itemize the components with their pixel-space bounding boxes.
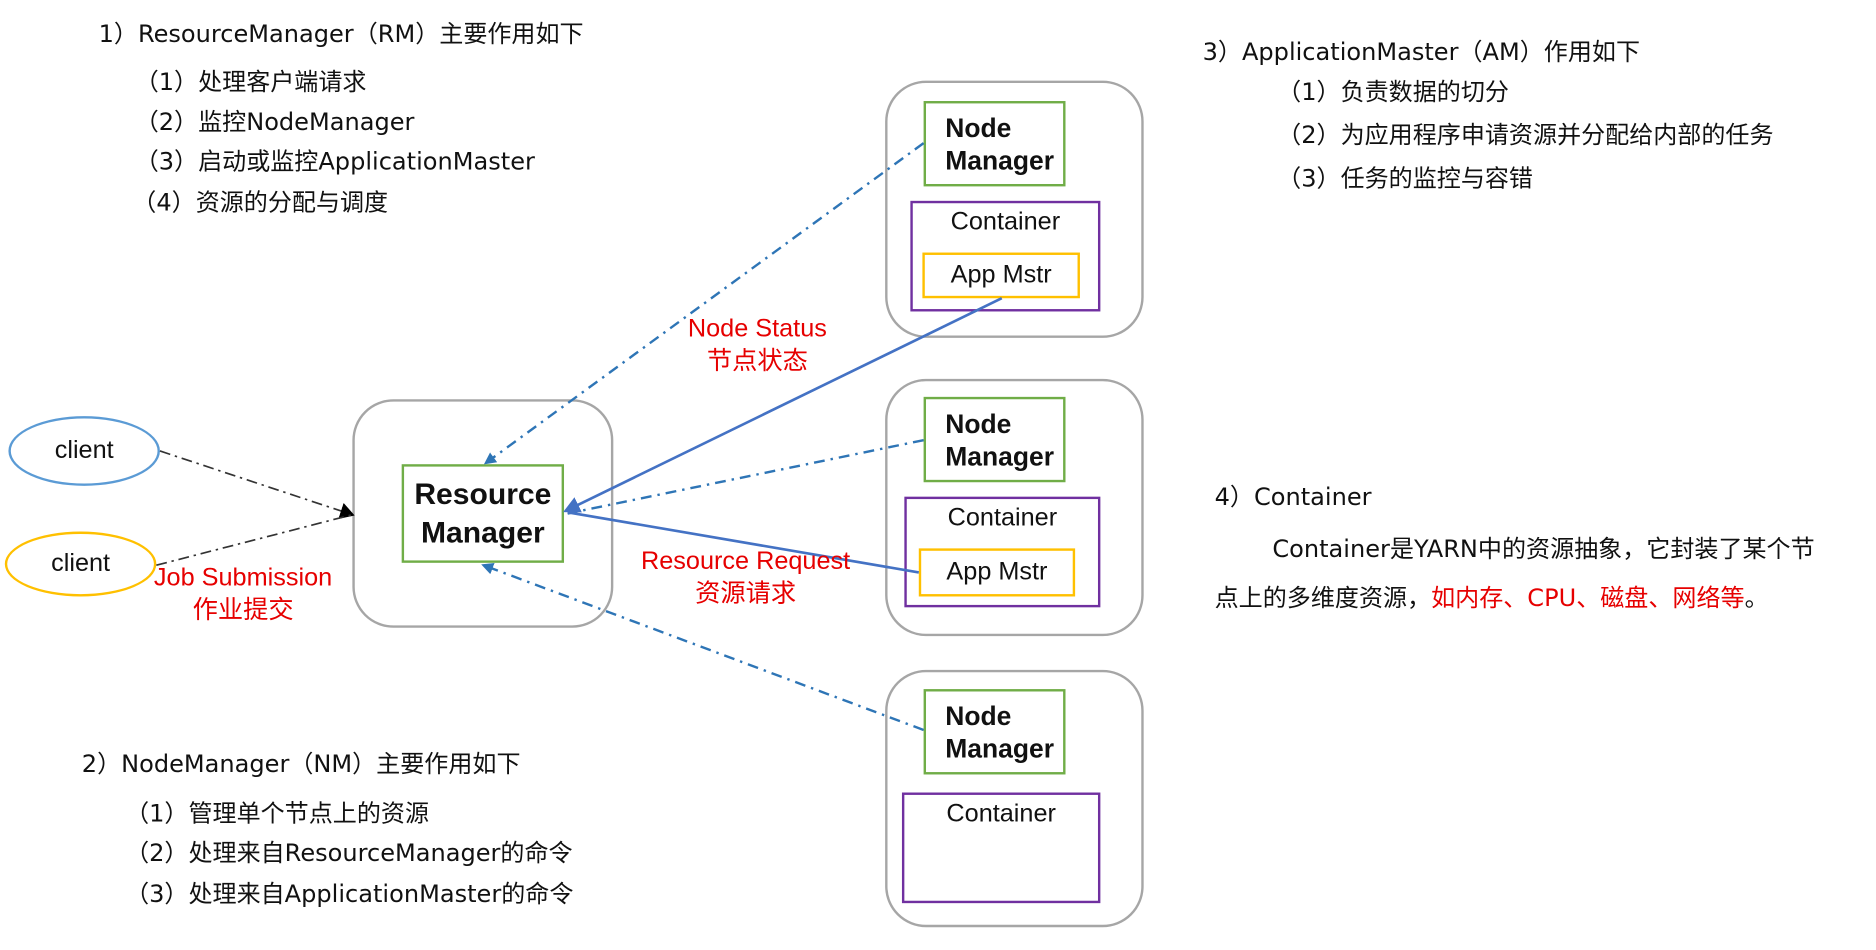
resource-request-label-en: Resource Request xyxy=(640,547,851,575)
job-submission-label: Job Submission 作业提交 xyxy=(154,562,332,627)
rm-item: （3）启动或监控ApplicationMaster xyxy=(134,146,535,176)
client-1: client xyxy=(8,416,160,486)
rm-item: （1）处理客户端请求 xyxy=(134,67,367,97)
am-item: （2）为应用程序申请资源并分配给内部的任务 xyxy=(1277,120,1774,150)
app-master-1: App Mstr xyxy=(922,252,1080,299)
node-group-1 xyxy=(885,80,1144,338)
resource-manager-label: Resource xyxy=(414,477,552,512)
container-desc-line2: 点上的多维度资源，如内存、CPU、磁盘、网络等。 xyxy=(1215,578,1769,613)
node-status-line-2 xyxy=(567,438,924,515)
nm-item: （1）管理单个节点上的资源 xyxy=(125,798,430,828)
container-1: Container xyxy=(910,200,1101,312)
nm-item: （3）处理来自ApplicationMaster的命令 xyxy=(125,879,574,908)
container-desc-highlight: 如内存、CPU、磁盘、网络等 xyxy=(1431,583,1745,613)
container-desc-line1: Container是YARN中的资源抽象，它封装了某个节 xyxy=(1272,533,1815,563)
container-desc-prefix: 点上的多维度资源， xyxy=(1214,583,1432,613)
container-section-title: 4）Container xyxy=(1214,482,1372,512)
node-manager-label: Node xyxy=(945,408,1012,439)
node-status-label-en: Node Status xyxy=(687,315,827,343)
resource-request-label: Resource Request 资源请求 xyxy=(641,545,850,610)
am-item: （3）任务的监控与容错 xyxy=(1277,163,1533,193)
node-manager-label: Node xyxy=(945,112,1012,143)
resource-request-label-zh: 资源请求 xyxy=(695,579,797,608)
node-manager-label: Node xyxy=(945,700,1012,731)
job-submission-line-1 xyxy=(159,450,355,519)
node-manager-label: Manager xyxy=(945,732,1055,764)
resource-manager-label: Manager xyxy=(421,515,545,550)
rm-item: （4）资源的分配与调度 xyxy=(132,187,389,217)
node-manager-label: Manager xyxy=(945,440,1055,471)
container-3: Container xyxy=(901,792,1101,904)
node-status-label: Node Status 节点状态 xyxy=(688,313,827,378)
nm-section-title: 2）NodeManager（NM）主要作用如下 xyxy=(81,749,521,779)
node-status-label-zh: 节点状态 xyxy=(706,347,808,376)
container-desc-suffix: 。 xyxy=(1744,583,1769,613)
node-group-3 xyxy=(885,669,1144,928)
job-submission-line-2 xyxy=(156,513,353,567)
client-2: client xyxy=(4,531,157,597)
am-section-title: 3）ApplicationMaster（AM）作用如下 xyxy=(1202,37,1641,67)
job-submission-label-en: Job Submission xyxy=(153,564,333,592)
am-item: （1）负责数据的切分 xyxy=(1277,76,1509,106)
rm-section-title: 1）ResourceManager（RM）主要作用如下 xyxy=(98,19,584,49)
rm-item: （2）监控NodeManager xyxy=(134,107,415,136)
nm-item: （2）处理来自ResourceManager的命令 xyxy=(125,838,573,868)
app-master-2: App Mstr xyxy=(918,548,1076,597)
job-submission-label-zh: 作业提交 xyxy=(192,596,294,625)
node-manager-label: Manager xyxy=(945,144,1055,175)
